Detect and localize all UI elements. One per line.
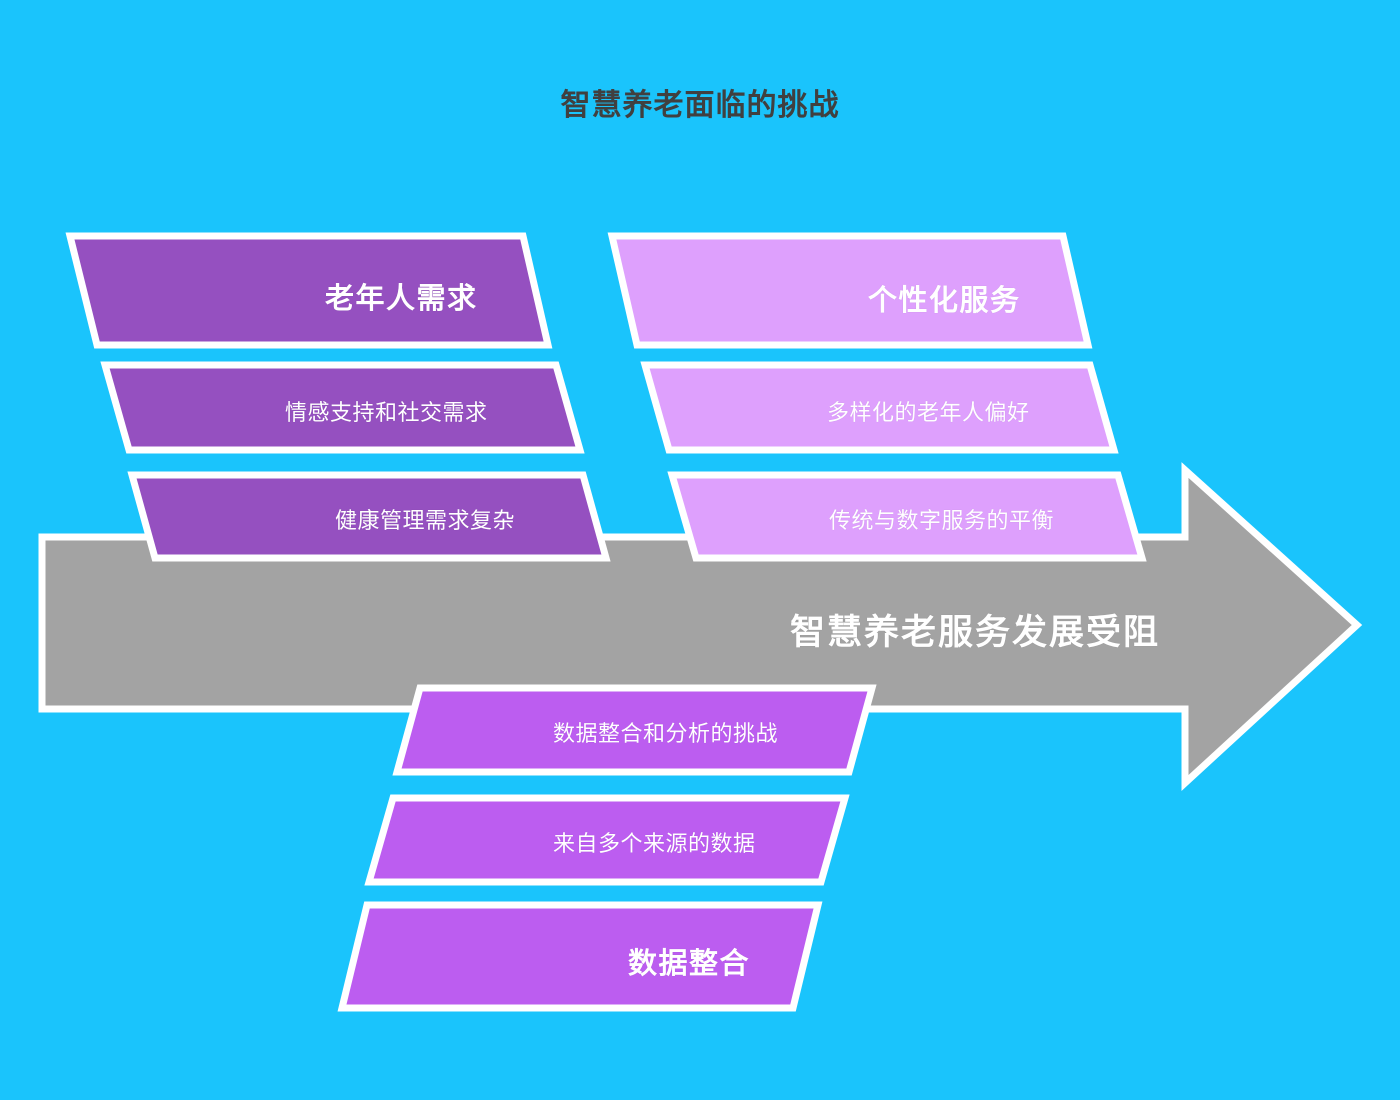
personalized-service-header-shape bbox=[607, 232, 1093, 349]
data-integration-item-1-label: 数据整合和分析的挑战 bbox=[553, 721, 779, 746]
elderly-needs-item-2-shape bbox=[127, 471, 611, 562]
personalized-service-header-label: 个性化服务 bbox=[868, 285, 1021, 317]
elderly-needs-header-label: 老年人需求 bbox=[325, 283, 478, 315]
personalized-service-item-2-label: 传统与数字服务的平衡 bbox=[829, 508, 1055, 533]
elderly-needs-item-1-label: 情感支持和社交需求 bbox=[285, 400, 488, 425]
data-integration-item-1-shape bbox=[392, 684, 877, 776]
page-title: 智慧养老面临的挑战 bbox=[560, 89, 840, 122]
personalized-service-item-2-shape bbox=[667, 471, 1147, 562]
data-integration-item-2-label: 来自多个来源的数据 bbox=[553, 831, 756, 856]
elderly-needs-item-2-label: 健康管理需求复杂 bbox=[335, 508, 516, 533]
data-integration-header-shape bbox=[337, 901, 823, 1012]
data-integration-item-2-shape bbox=[364, 794, 850, 886]
personalized-service-item-1-shape bbox=[640, 361, 1119, 454]
elderly-needs-item-1-shape bbox=[100, 361, 585, 454]
elderly-needs-header-shape bbox=[65, 232, 553, 349]
arrow-label: 智慧养老服务发展受阻 bbox=[790, 613, 1161, 652]
personalized-service-item-1-label: 多样化的老年人偏好 bbox=[827, 400, 1030, 425]
data-integration-header-label: 数据整合 bbox=[628, 948, 751, 980]
